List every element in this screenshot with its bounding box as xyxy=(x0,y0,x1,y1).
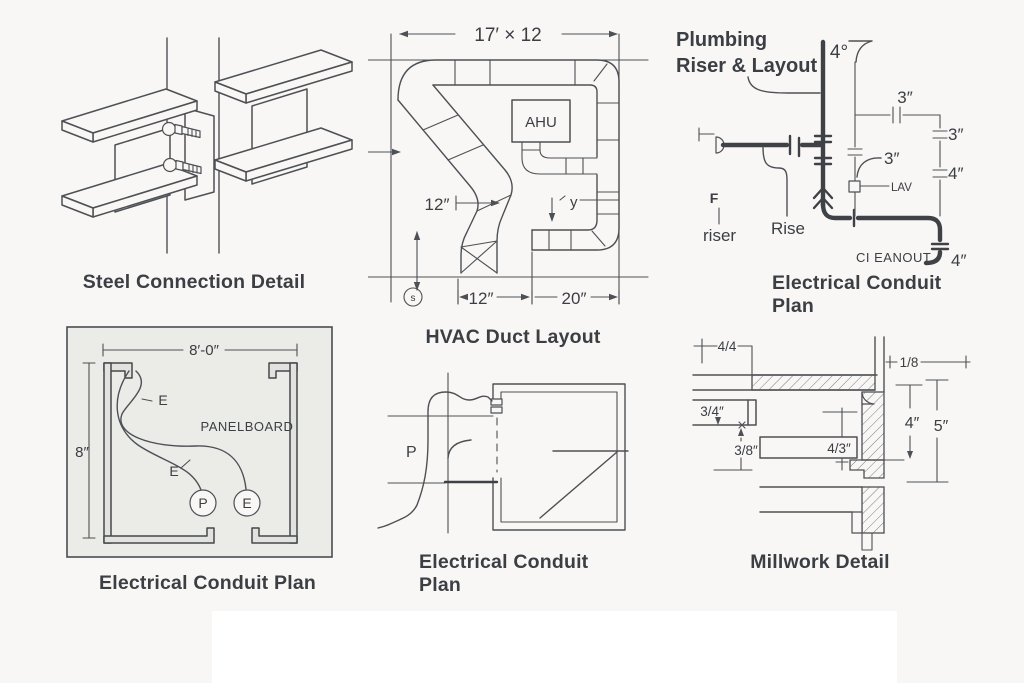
conduit-plan-caption: Electrical Conduit Plan xyxy=(419,551,649,597)
hvac-caption: HVAC Duct Layout xyxy=(425,326,601,348)
shelf: 4/3″ xyxy=(759,407,858,471)
riser-label: riser xyxy=(703,226,736,245)
dim-5-label: 5″ xyxy=(934,418,949,435)
dimension-left: 12″ xyxy=(368,148,500,291)
branch-right-upper-label: 3″ xyxy=(948,125,963,144)
lav-label: LAV xyxy=(891,182,912,194)
room-outline xyxy=(443,383,629,531)
room-walls xyxy=(103,362,298,544)
panelboard-label: PANELBOARD xyxy=(201,419,294,434)
title-leader-line xyxy=(747,76,821,94)
rise-label: Rise xyxy=(771,219,805,238)
construction-lines xyxy=(368,33,649,305)
dim-44-label: 4/4 xyxy=(718,339,737,354)
room-height-label: 8″ xyxy=(75,444,89,461)
dim-right: 4″ 5″ xyxy=(883,379,949,483)
plumbing-title: Plumbing Riser & Layout xyxy=(676,27,906,79)
conduit-room-drawing: 8′-0″ 8″ E E PANELBOARD P E xyxy=(66,326,333,558)
cleanout: CI EANOUT 4″ xyxy=(856,250,966,270)
duct-rungs xyxy=(422,59,620,274)
branch-mid-label: 3″ xyxy=(884,149,899,168)
conduit-room-caption: Electrical Conduit Plan xyxy=(99,572,316,594)
white-band xyxy=(212,611,897,683)
dim-top-right: 1/8 xyxy=(885,355,971,370)
room-dimensions: 8′-0″ 8″ xyxy=(75,342,298,539)
dim-43-label: 4/3″ xyxy=(827,441,851,456)
outlet-size-label: 4″ xyxy=(951,251,966,270)
room-width-label: 8′-0″ xyxy=(189,342,219,359)
hvac-duct-drawing: AHU 17′ × 12 12″ y xyxy=(368,25,649,308)
circle-p-label: P xyxy=(198,495,207,511)
dim-bottom-left-label: 12″ xyxy=(469,289,494,308)
conduit-runs xyxy=(116,370,247,491)
flow-annotation: y xyxy=(548,194,619,222)
ahu-unit: AHU xyxy=(511,99,598,175)
bolts xyxy=(161,121,202,175)
dim-bottom-right-label: 20″ xyxy=(562,289,587,308)
circle-e-label: E xyxy=(242,495,251,511)
conduit-plan-drawing: P xyxy=(377,372,629,534)
dim-left-label: 12″ xyxy=(425,195,450,214)
conduit-plan-caption-line1: Electrical Conduit xyxy=(419,551,589,573)
vent-size-label: 4° xyxy=(830,42,848,63)
millwork-drawing: 4/4 1/8 3/4″ 3/8″ 4/3″ xyxy=(692,336,971,551)
dim-top-left: 4/4 xyxy=(693,338,753,376)
plumbing-riser-drawing: 4° 3″ 3″ 4″ 3″ LAV Rise F xyxy=(698,39,966,270)
steel-connection-drawing xyxy=(61,37,353,254)
plumbing-title-line2: Riser & Layout xyxy=(676,55,818,77)
lower-cabinet xyxy=(759,486,885,551)
ahu-label: AHU xyxy=(525,114,557,131)
f-label: F xyxy=(710,190,719,206)
dim-18-label: 1/8 xyxy=(900,355,919,370)
dim-top-label: 17′ × 12 xyxy=(474,25,541,46)
plumbing-caption-line1: Electrical Conduit xyxy=(772,272,942,294)
conduit-p-label: P xyxy=(406,444,417,461)
plumbing-caption-line2: Plan xyxy=(772,295,814,317)
construction-cross xyxy=(387,372,494,534)
outlet-symbols: P E xyxy=(189,489,261,517)
duct-outline xyxy=(397,59,620,274)
left-beam xyxy=(61,88,198,218)
conduit-e-lower-label: E xyxy=(169,463,178,479)
main-riser-pipe xyxy=(812,39,950,266)
dimension-bottom: 12″ 20″ s xyxy=(403,287,620,308)
steel-caption: Steel Connection Detail xyxy=(82,271,306,293)
face-frame: 3/4″ 3/8″ xyxy=(692,399,758,471)
branch-loop: 3″ 3″ 4″ xyxy=(854,88,963,217)
conduit-e-upper-label: E xyxy=(158,392,167,408)
dim-4-label: 4″ xyxy=(905,415,920,432)
dim-38-label: 3/8″ xyxy=(734,443,758,458)
plumbing-caption: Electrical Conduit Plan xyxy=(772,272,992,318)
dimension-top: 17′ × 12 xyxy=(399,25,618,46)
end-panel xyxy=(849,391,885,479)
s-marker-label: s xyxy=(411,293,416,304)
fixture-branch: Rise F riser xyxy=(698,127,824,245)
branch-top-label: 3″ xyxy=(897,88,912,107)
plumbing-title-line1: Plumbing xyxy=(676,29,768,51)
lavatory-connection: 3″ LAV xyxy=(848,149,912,194)
dim-34-label: 3/4″ xyxy=(700,404,724,419)
millwork-caption: Millwork Detail xyxy=(750,551,890,573)
countertop xyxy=(692,336,885,393)
conduit-plan-caption-line2: Plan xyxy=(419,574,461,596)
right-beam xyxy=(214,49,353,185)
branch-right-lower-label: 4″ xyxy=(948,164,963,183)
cleanout-label: CI EANOUT xyxy=(856,250,931,265)
conduit-curves xyxy=(377,391,493,529)
y-label: y xyxy=(570,194,578,211)
